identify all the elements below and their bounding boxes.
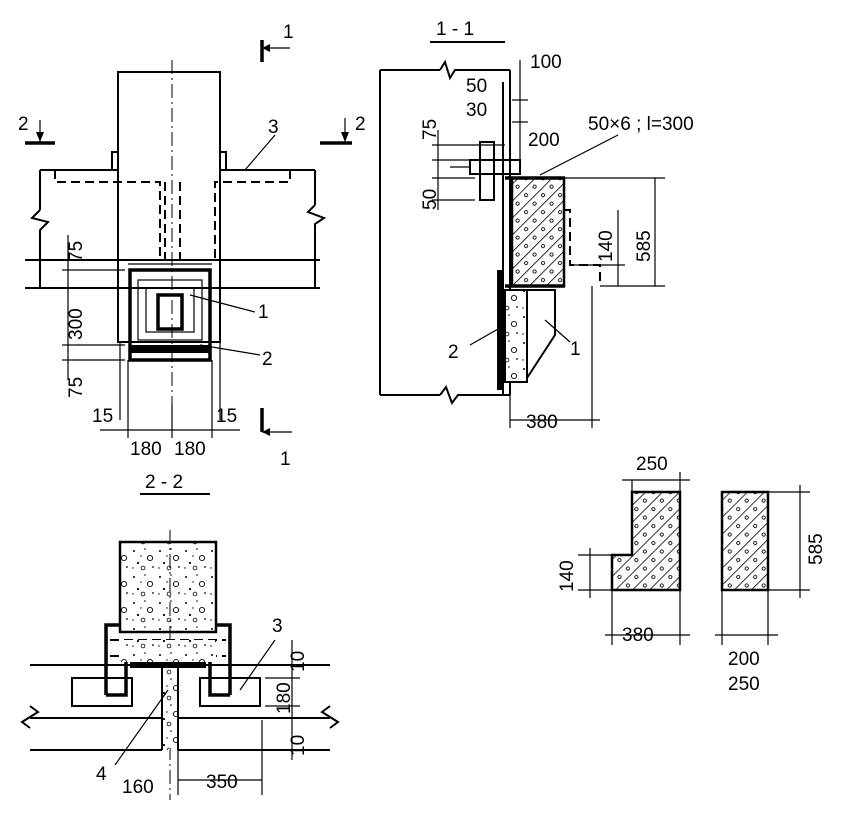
- s22-callout-4: 4: [96, 764, 107, 785]
- plan-dim-180-left: 180: [130, 439, 162, 460]
- block-details: [578, 472, 810, 645]
- cut-mark-2-right: 2: [355, 114, 366, 135]
- s11-callout-1: 1: [570, 339, 581, 360]
- block-dim-585: 585: [806, 533, 827, 565]
- s11-dim-100: 100: [530, 52, 562, 73]
- s11-dim-200: 200: [528, 130, 560, 151]
- s22-dim-160: 160: [122, 777, 154, 798]
- section-2-2: [20, 530, 340, 800]
- plan-callout-2: 2: [262, 349, 273, 370]
- s11-dim-380: 380: [526, 412, 558, 433]
- plan-dim-75-bottom: 75: [66, 377, 87, 398]
- s11-dim-50: 50: [466, 76, 487, 97]
- block-dim-200: 200: [728, 649, 760, 670]
- section-title-2-2: 2 - 2: [145, 472, 183, 493]
- s22-callout-3: 3: [272, 616, 283, 637]
- block-dim-250: 250: [636, 454, 668, 475]
- plan-dim-15-left: 15: [92, 406, 113, 427]
- s11-dim-140: 140: [596, 230, 617, 262]
- s22-dim-180: 180: [274, 682, 295, 714]
- plan-view: [25, 40, 352, 438]
- s22-dim-350: 350: [206, 772, 238, 793]
- cut-mark-1-bottom: 1: [280, 449, 291, 470]
- block-dim-250-b: 250: [728, 674, 760, 695]
- cut-mark-2-left: 2: [18, 114, 29, 135]
- s11-dim-50-lower: 50: [420, 189, 441, 210]
- section-title-1-1: 1 - 1: [436, 19, 474, 40]
- cut-mark-1-top: 1: [283, 22, 294, 43]
- s22-dim-10-bottom: 10: [288, 735, 309, 756]
- block-dim-380: 380: [622, 625, 654, 646]
- plan-dim-75-top: 75: [66, 241, 87, 262]
- plan-dim-300: 300: [66, 308, 87, 340]
- block-dim-140: 140: [557, 560, 578, 592]
- plan-dim-180-right: 180: [174, 439, 206, 460]
- plan-callout-1: 1: [258, 302, 269, 323]
- s11-plate-label: 50×6 ; l=300: [588, 114, 694, 135]
- section-1-1: [379, 59, 665, 428]
- plan-callout-3: 3: [268, 117, 279, 138]
- s11-dim-585: 585: [634, 230, 655, 262]
- plan-dim-15-right: 15: [216, 406, 237, 427]
- s11-dim-30: 30: [466, 100, 487, 121]
- s11-dim-75: 75: [420, 119, 441, 140]
- s22-dim-10-top: 10: [288, 651, 309, 672]
- s11-callout-2: 2: [448, 342, 459, 363]
